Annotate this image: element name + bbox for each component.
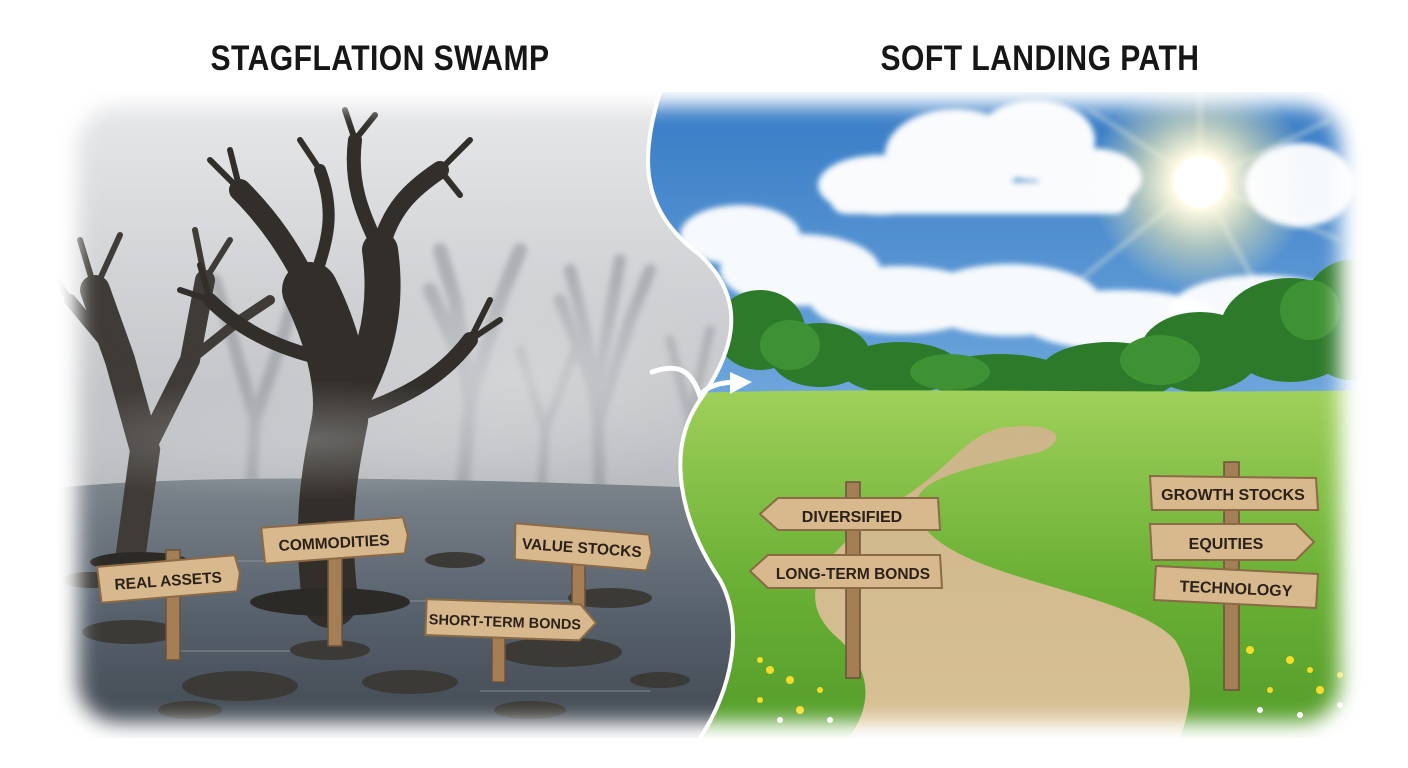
sign-short-term-bonds: SHORT-TERM BONDS (424, 598, 598, 683)
sign-label-technology: TECHNOLOGY (1179, 579, 1293, 601)
sign-label-equities: EQUITIES (1189, 536, 1264, 553)
meadow-panel (648, 92, 1362, 738)
sign-label-growth-stocks: GROWTH STOCKS (1161, 487, 1305, 504)
signpost-right: GROWTH STOCKS EQUITIES TECHNOLOGY (1148, 461, 1320, 691)
sign-label-diversified: DIVERSIFIED (802, 509, 902, 526)
sign-technology: TECHNOLOGY (1152, 564, 1320, 610)
sign-diversified: DIVERSIFIED (758, 497, 942, 531)
signpost-left: DIVERSIFIED LONG-TERM BONDS (748, 481, 944, 679)
panel-title-stagflation: STAGFLATION SWAMP (210, 39, 550, 78)
sign-value-stocks: VALUE STOCKS (513, 522, 653, 621)
sun-icon (1079, 92, 1341, 311)
sign-label-long-term-bonds: LONG-TERM BONDS (776, 566, 930, 583)
sign-long-term-bonds: LONG-TERM BONDS (748, 554, 944, 589)
sign-equities: EQUITIES (1148, 523, 1316, 561)
curved-arrow-right-icon (649, 365, 752, 402)
sign-commodities: COMMODITIES (260, 516, 409, 647)
panel-title-soft-landing: SOFT LANDING PATH (880, 39, 1200, 78)
sign-growth-stocks: GROWTH STOCKS (1148, 474, 1320, 511)
sign-label-commodities: COMMODITIES (278, 532, 390, 555)
sign-label-short-term-bonds: SHORT-TERM BONDS (429, 612, 582, 633)
sign-real-assets: REAL ASSETS (95, 549, 241, 661)
